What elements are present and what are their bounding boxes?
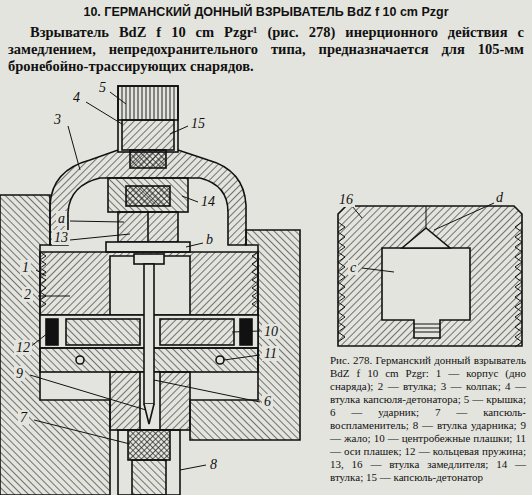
delay-sleeve-body	[338, 206, 522, 346]
callout-number: 2	[22, 287, 33, 302]
figure-caption: Рис. 278. Германский донный взрыватель B…	[330, 354, 526, 484]
firing-needle	[144, 404, 154, 424]
detonator-capsule	[130, 150, 166, 168]
striker-sleeve-stub	[132, 460, 166, 495]
plate-b	[106, 242, 190, 252]
intro-paragraph: Взрыватель BdZ f 10 cm Pzgr¹ (рис. 278) …	[8, 24, 524, 75]
centrifugal-plate	[160, 319, 234, 345]
callout-number: 7	[18, 410, 29, 425]
callout-number: 1	[20, 260, 31, 275]
cover-knurl	[118, 86, 178, 120]
primer-capsule	[128, 430, 170, 460]
thread	[338, 222, 522, 347]
delay-sleeve	[118, 212, 178, 242]
callout-number: 4	[71, 90, 82, 105]
cover-nut	[118, 86, 178, 152]
leader-line	[352, 203, 494, 272]
cover-thread	[122, 120, 174, 150]
plate-axle	[216, 356, 224, 364]
callout-number: 11	[262, 346, 279, 361]
callout-number: 12	[14, 340, 32, 355]
plate-axle	[76, 356, 84, 364]
callout-number: 16	[337, 192, 355, 207]
callout-number: a	[56, 211, 67, 226]
callout-number: 10	[262, 324, 280, 339]
centrifugal-plate	[66, 319, 140, 345]
sleeve-inner	[126, 186, 170, 206]
leader-line	[30, 92, 260, 470]
cap	[50, 150, 246, 245]
callout-number: b	[204, 232, 215, 247]
callout-number: 15	[189, 116, 207, 131]
delay-cone	[402, 228, 450, 248]
section-title: 10. ГЕРМАНСКИЙ ДОННЫЙ ВЗРЫВАТЕЛЬ BdZ f 1…	[83, 5, 448, 19]
nipple-thread	[414, 324, 440, 332]
callout-number: d	[494, 190, 505, 205]
ring-spring	[46, 319, 58, 345]
callout-number: 9	[14, 366, 25, 381]
callout-number: 14	[199, 194, 217, 209]
sleeve	[108, 178, 188, 212]
striker	[144, 264, 154, 404]
striker-head	[134, 254, 164, 264]
callout-number: 3	[52, 112, 63, 127]
callout-number: 5	[97, 80, 108, 95]
callout-number: c	[348, 260, 358, 275]
callout-number: 6	[262, 394, 273, 409]
callout-number: 8	[208, 457, 219, 472]
striker-sleeve	[118, 430, 180, 495]
callout-number: 13	[52, 230, 70, 245]
delay-channel	[147, 212, 149, 242]
delay-axis	[426, 206, 427, 228]
